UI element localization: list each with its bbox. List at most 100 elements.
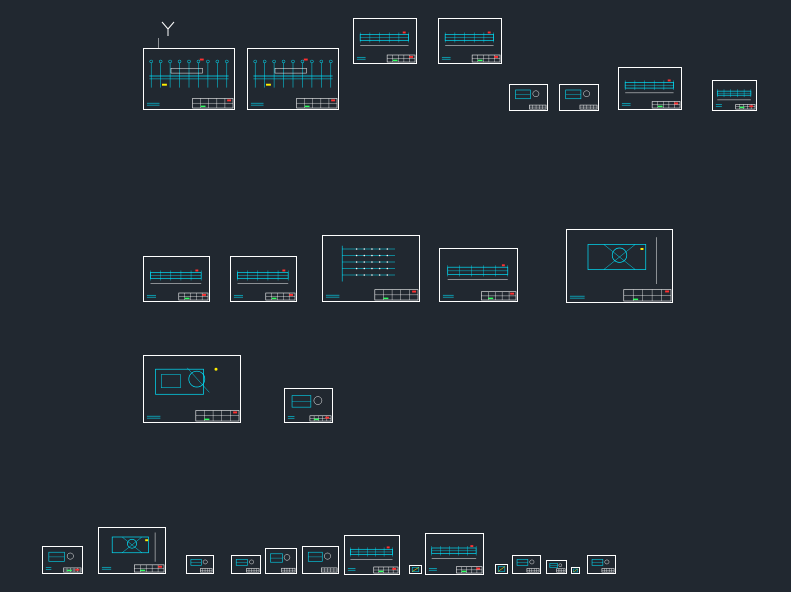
sheet-notes [325, 294, 340, 298]
sheet-notes [442, 294, 454, 298]
title-block [265, 292, 296, 301]
plan-geometry [111, 532, 156, 562]
mark-geometry [573, 568, 578, 573]
title-block [373, 566, 399, 574]
mark-geometry [497, 566, 506, 572]
drawing-sheet-22[interactable] [344, 535, 400, 575]
drawing-sheet-1[interactable] [143, 48, 235, 110]
title-block [374, 289, 419, 301]
sheet-notes [146, 415, 161, 419]
drawing-sheet-11[interactable] [322, 235, 420, 302]
drawing-sheet-27[interactable] [546, 560, 567, 574]
sheet-notes [287, 416, 295, 419]
title-block [623, 289, 672, 302]
drawing-sheet-23[interactable] [409, 565, 422, 574]
title-block [309, 415, 332, 422]
drawing-sheet-20[interactable] [265, 548, 297, 574]
beam-geometry [359, 31, 409, 46]
drawing-sheet-9[interactable] [143, 256, 210, 302]
drawing-sheet-28[interactable] [571, 567, 580, 574]
detail-geometry [235, 559, 254, 566]
beam-geometry [431, 545, 477, 559]
title-block [321, 567, 338, 573]
detail-geometry [549, 563, 563, 568]
title-block [178, 292, 209, 301]
sheet-notes [621, 102, 631, 106]
drawing-sheet-26[interactable] [512, 555, 541, 574]
drawing-sheet-7[interactable] [618, 67, 682, 110]
title-block [526, 568, 540, 573]
drawing-sheet-24[interactable] [425, 533, 484, 575]
sheet-notes [146, 102, 160, 106]
drawing-sheet-19[interactable] [231, 555, 261, 574]
drawing-sheet-15[interactable] [284, 388, 333, 423]
ucs-y-axis-icon [157, 20, 178, 50]
detail-geometry [516, 559, 535, 566]
drawing-sheet-29[interactable] [587, 555, 616, 574]
plan-circle-geometry [155, 367, 218, 395]
title-block [192, 98, 234, 109]
title-block [296, 98, 338, 109]
drawing-sheet-3[interactable] [353, 18, 417, 64]
sheet-notes [233, 294, 244, 298]
beam-geometry [716, 89, 752, 101]
elevation-geometry [253, 58, 333, 88]
title-block [386, 54, 416, 63]
plan-geometry [587, 237, 657, 284]
drawing-sheet-5[interactable] [509, 84, 548, 111]
title-block [651, 101, 681, 109]
title-block [200, 568, 213, 573]
sheet-notes [715, 104, 722, 107]
sheet-notes [146, 294, 157, 298]
sheet-notes [428, 568, 437, 571]
drawing-sheet-6[interactable] [559, 84, 599, 111]
title-block [63, 567, 82, 573]
sheet-notes [441, 56, 451, 60]
elevation-geometry [149, 58, 229, 88]
detail-geometry [591, 559, 610, 566]
drawing-sheet-25[interactable] [495, 564, 508, 574]
drawing-sheet-17[interactable] [98, 527, 166, 574]
sheet-notes [356, 56, 366, 60]
drawing-sheet-2[interactable] [247, 48, 339, 110]
title-block [601, 568, 615, 573]
drawing-sheet-4[interactable] [438, 18, 502, 64]
drawing-sheet-18[interactable] [186, 555, 214, 574]
drawing-sheet-8[interactable] [712, 80, 757, 111]
sheet-notes [569, 295, 585, 299]
title-block [246, 568, 260, 573]
title-block [529, 104, 547, 110]
beam-geometry [237, 269, 289, 284]
title-block [556, 568, 566, 573]
drawing-sheet-13[interactable] [566, 229, 673, 303]
beam-geometry [444, 31, 494, 46]
sheet-notes [250, 102, 264, 106]
detail-geometry [291, 395, 323, 408]
sheet-notes [101, 566, 112, 570]
detail-geometry [190, 559, 208, 566]
title-block [195, 410, 240, 422]
drawing-sheet-16[interactable] [42, 546, 83, 574]
drawing-sheet-14[interactable] [143, 355, 241, 423]
drawing-sheet-21[interactable] [302, 546, 339, 574]
title-block [481, 291, 517, 301]
rebar-schedule-geometry [341, 245, 395, 282]
sheet-notes [347, 568, 356, 571]
beam-geometry [350, 546, 393, 560]
title-block [456, 566, 483, 574]
detail-geometry [48, 551, 74, 562]
sheet-notes [45, 567, 52, 570]
detail-geometry [307, 551, 331, 562]
mark-geometry [411, 567, 420, 572]
title-block [134, 564, 165, 573]
beam-geometry [447, 264, 509, 280]
detail-geometry [565, 89, 590, 100]
drawing-sheet-12[interactable] [439, 248, 518, 302]
title-block [281, 567, 296, 573]
beam-geometry [150, 269, 202, 284]
drawing-sheet-10[interactable] [230, 256, 297, 302]
title-block [579, 104, 598, 110]
detail-geometry [270, 553, 291, 563]
beam-geometry [624, 79, 674, 94]
